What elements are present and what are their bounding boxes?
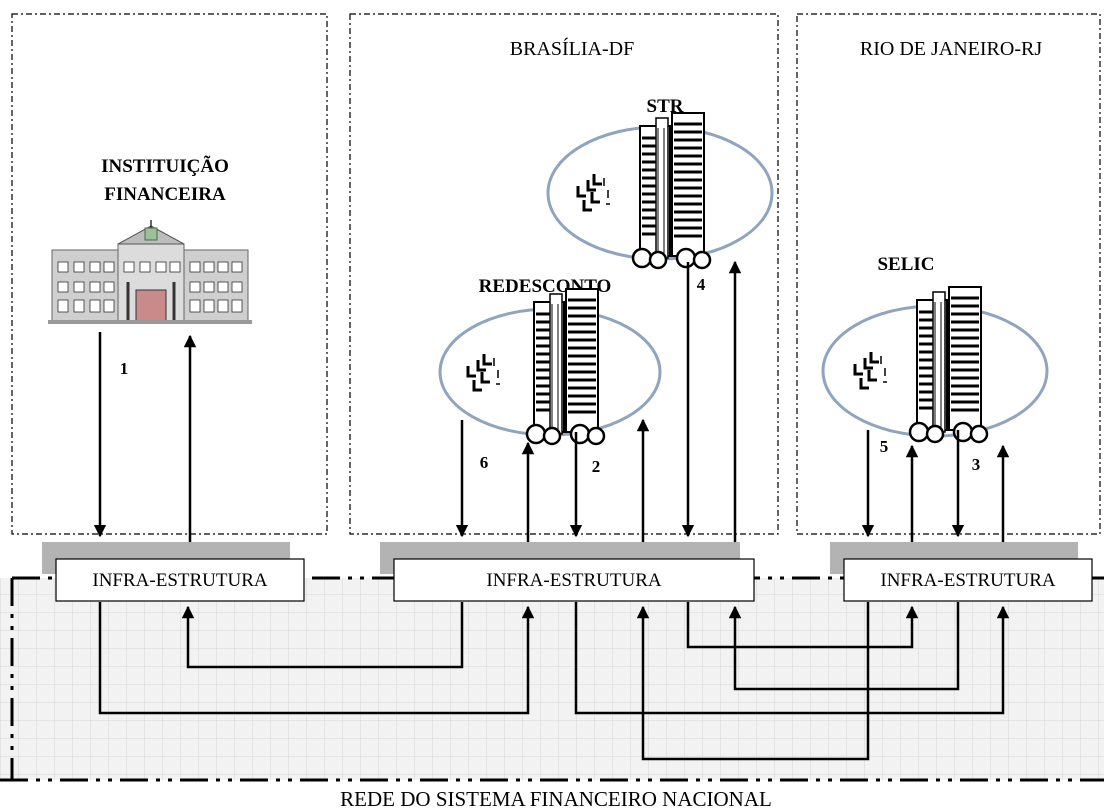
infra-box-right: INFRA-ESTRUTURA	[844, 559, 1092, 601]
institution-label-line2: FINANCEIRA	[104, 184, 226, 205]
infra-label-center: INFRA-ESTRUTURA	[486, 570, 662, 591]
flow-number-6: 6	[480, 453, 489, 472]
infra-box-center: INFRA-ESTRUTURA	[394, 559, 754, 601]
system-label-selic: SELIC	[877, 254, 934, 275]
region-label-brasilia: BRASÍLIA-DF	[510, 37, 634, 60]
flow-number-4: 4	[697, 275, 706, 294]
region-box-brasilia	[350, 14, 778, 534]
region-label-rio: RIO DE JANEIRO-RJ	[860, 38, 1042, 60]
flow-number-5: 5	[880, 437, 889, 456]
network-area	[0, 578, 1104, 780]
bank-building-icon	[48, 220, 252, 324]
network-label: REDE DO SISTEMA FINANCEIRO NACIONAL	[340, 787, 772, 810]
infra-label-right: INFRA-ESTRUTURA	[880, 570, 1056, 591]
flow-number-1: 1	[120, 359, 129, 378]
institution-label-line1: INSTITUIÇÃO	[101, 155, 229, 177]
central-bank-building-icon	[633, 113, 710, 268]
flow-number-2: 2	[592, 457, 601, 476]
central-bank-building-icon	[910, 287, 987, 442]
flow-number-3: 3	[972, 455, 981, 474]
region-box-rio	[797, 14, 1100, 534]
infra-box-left: INFRA-ESTRUTURA	[56, 559, 304, 601]
infra-label-left: INFRA-ESTRUTURA	[92, 570, 268, 591]
central-bank-building-icon	[527, 289, 604, 444]
